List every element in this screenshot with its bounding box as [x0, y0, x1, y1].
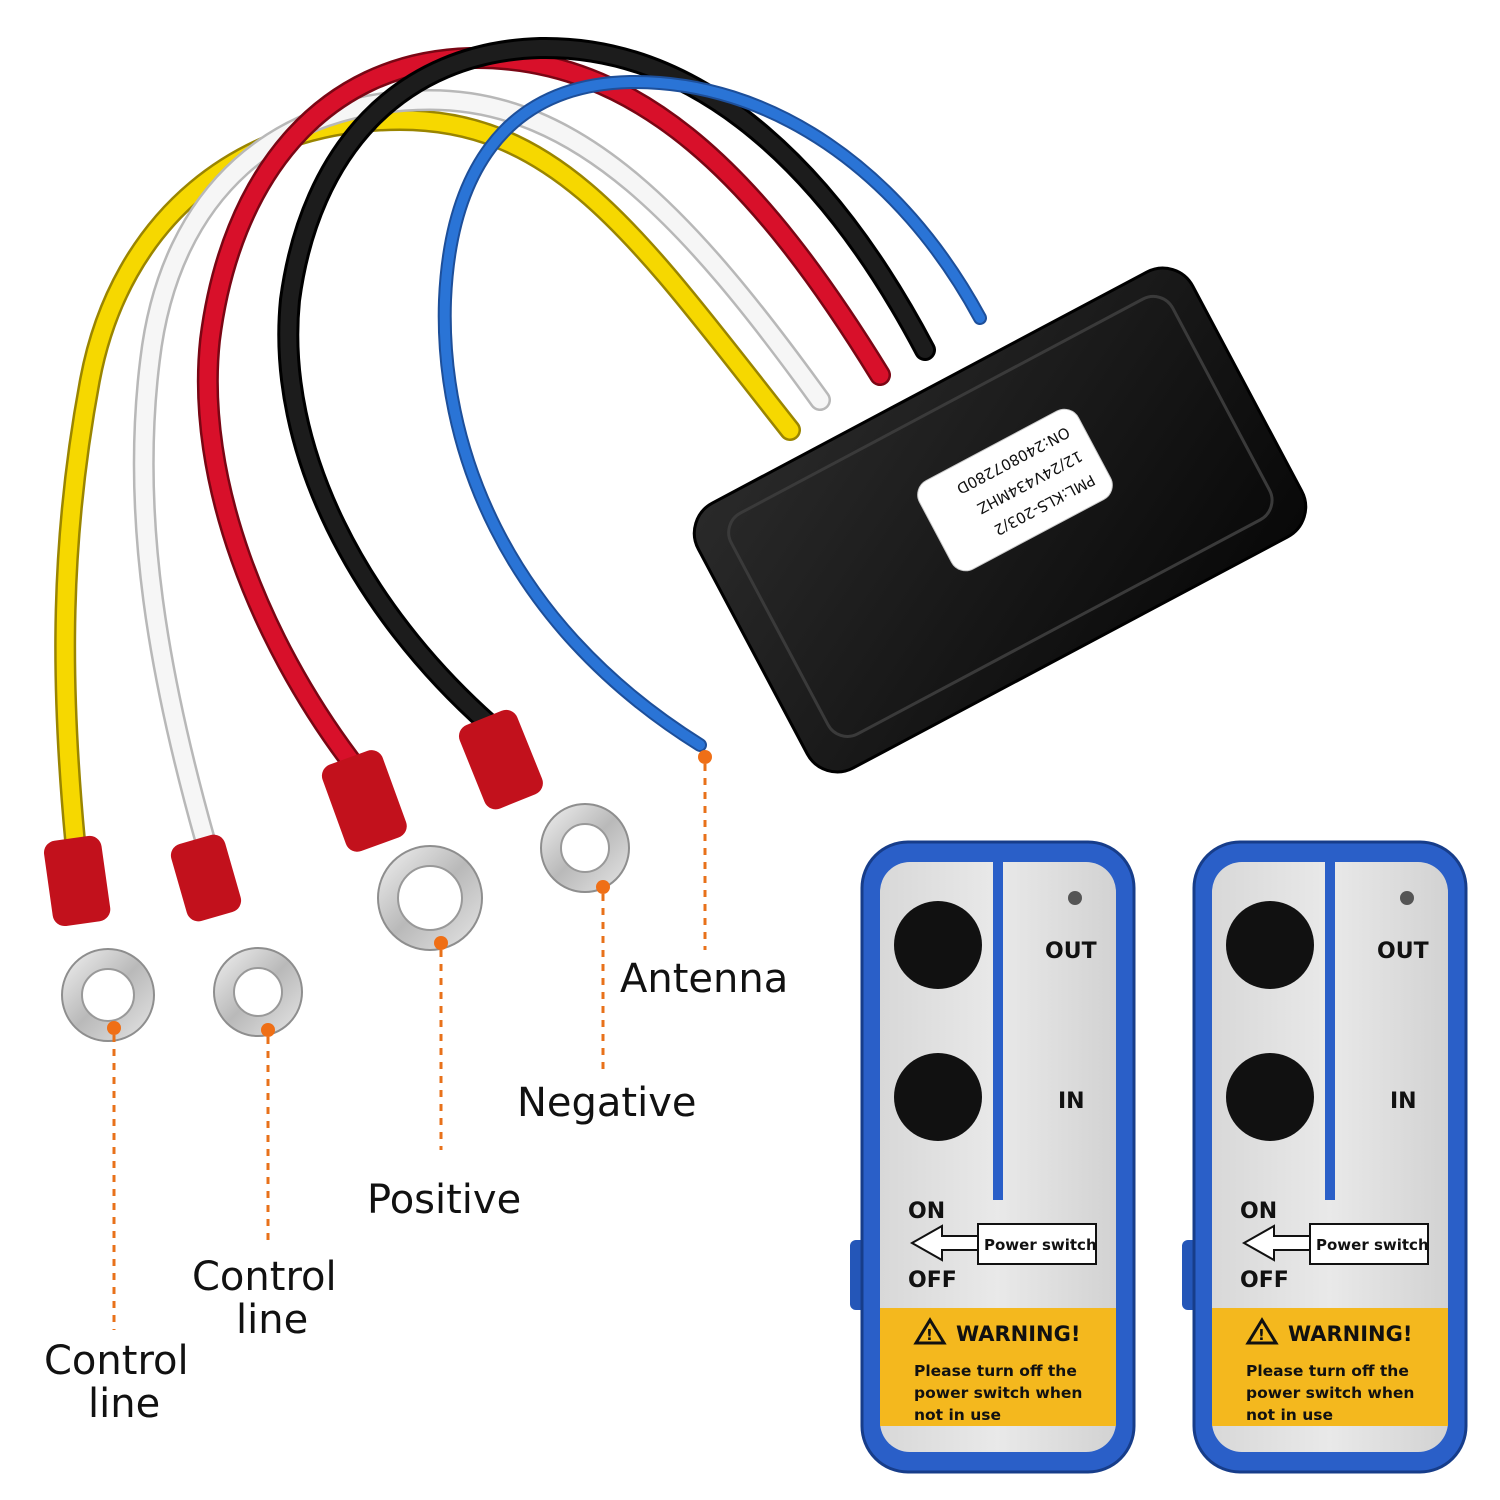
in-label: IN [1058, 1089, 1085, 1114]
warning-line-3: not in use [1246, 1406, 1333, 1424]
remote-control-1: OUT IN ON OFF Power switch ! WARNING! Pl… [850, 840, 1136, 1474]
label-control-line-2-a: Control [192, 1254, 337, 1300]
out-button[interactable] [894, 901, 982, 989]
in-button[interactable] [894, 1053, 982, 1141]
label-control-line-1-a: Control [44, 1338, 189, 1384]
in-button[interactable] [1226, 1053, 1314, 1141]
out-label: OUT [1377, 939, 1429, 964]
ring-terminal-control-2 [170, 834, 303, 1037]
warning-panel [880, 1308, 1116, 1426]
svg-text:!: ! [926, 1326, 933, 1344]
off-label: OFF [1240, 1268, 1289, 1293]
wire-black [277, 36, 936, 736]
warning-title: WARNING! [1288, 1322, 1412, 1346]
on-label: ON [908, 1199, 945, 1224]
receiver-label-sticker [917, 408, 1113, 572]
warning-line-1: Please turn off the [914, 1362, 1077, 1380]
wire-red [196, 46, 891, 771]
warning-triangle-icon [913, 1317, 947, 1345]
warning-title: WARNING! [956, 1322, 1080, 1346]
led-indicator [1068, 891, 1082, 905]
out-button[interactable] [1226, 901, 1314, 989]
ring-terminal-positive [321, 750, 483, 951]
callout-antenna: Antenna [620, 750, 788, 1002]
led-indicator [1400, 891, 1414, 905]
wire-white [132, 88, 831, 851]
power-switch-label: Power switch [984, 1236, 1097, 1254]
label-positive: Positive [367, 1177, 521, 1223]
label-antenna: Antenna [620, 956, 788, 1002]
label-negative: Negative [517, 1080, 697, 1126]
label-control-line-2-b: line [236, 1297, 308, 1343]
power-switch-label: Power switch [1316, 1236, 1429, 1254]
wire-yellow [54, 108, 801, 851]
svg-text:!: ! [1258, 1326, 1265, 1344]
callout-positive: Positive [367, 936, 521, 1223]
receiver-box: PML:KLS-203/2 12/24V434MHZ ON:240807280D [692, 266, 1308, 774]
warning-line-2: power switch when [1246, 1384, 1414, 1402]
in-label: IN [1390, 1089, 1417, 1114]
warning-triangle-icon [1245, 1317, 1279, 1345]
on-label: ON [1240, 1199, 1277, 1224]
callout-control-line-1: Control line [44, 1021, 189, 1427]
off-label: OFF [908, 1268, 957, 1293]
warning-line-3: not in use [914, 1406, 1001, 1424]
ring-terminal-control-1 [43, 835, 155, 1042]
remote-control-2: OUT IN ON OFF Power switch ! WARNING! Pl… [1182, 840, 1468, 1474]
warning-line-2: power switch when [914, 1384, 1082, 1402]
out-label: OUT [1045, 939, 1097, 964]
label-control-line-1-b: line [88, 1381, 160, 1427]
callout-negative: Negative [517, 880, 697, 1126]
callout-control-line-2: Control line [192, 1023, 337, 1343]
warning-panel [1212, 1308, 1448, 1426]
warning-line-1: Please turn off the [1246, 1362, 1409, 1380]
wire-blue [437, 74, 987, 752]
ring-terminal-negative [458, 709, 630, 893]
